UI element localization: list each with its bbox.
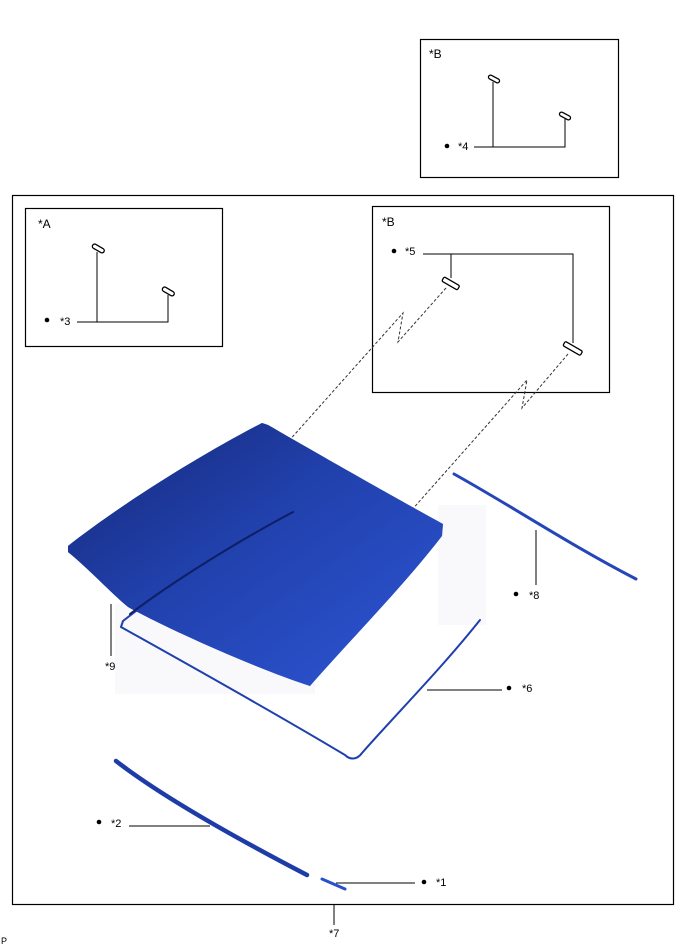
callout-9: *9 bbox=[105, 661, 115, 673]
callout-5: *5 bbox=[405, 246, 415, 258]
dam-seal-upper-segment bbox=[129, 511, 294, 615]
lower-molding bbox=[113, 758, 310, 878]
clip-icon bbox=[441, 276, 460, 291]
callout-3: *3 bbox=[60, 316, 70, 328]
assembly-guide-lines bbox=[286, 287, 569, 513]
figure-code: P bbox=[1, 936, 8, 946]
callout-6: *6 bbox=[522, 683, 532, 695]
callout-1: *1 bbox=[436, 877, 446, 889]
bullet-icon bbox=[506, 685, 512, 691]
clip-icon bbox=[562, 341, 583, 356]
shadow-patch bbox=[438, 505, 486, 625]
clip-icon bbox=[558, 111, 572, 121]
clip-icon bbox=[91, 243, 105, 254]
clip-icon bbox=[487, 74, 501, 84]
detail-box-top-b: *B *4 bbox=[419, 38, 620, 179]
callout-4: *4 bbox=[458, 141, 468, 153]
box-title-inset-a: *A bbox=[38, 217, 51, 231]
callout-2: *2 bbox=[111, 818, 121, 830]
clip-icon bbox=[161, 286, 175, 297]
callout-8: *8 bbox=[529, 590, 539, 602]
bullet-icon bbox=[391, 248, 397, 254]
box-title-inset-b: *B bbox=[382, 215, 395, 229]
bullet-icon bbox=[513, 591, 519, 597]
detail-box-inset-a: *A *3 bbox=[24, 207, 224, 348]
bullet-icon bbox=[96, 819, 102, 825]
windshield-glass-surface bbox=[68, 423, 443, 686]
side-molding bbox=[452, 472, 638, 581]
bullet-icon bbox=[44, 317, 50, 323]
detail-box-inset-b: *B *5 bbox=[371, 205, 611, 394]
lower-molding-clip-segment bbox=[320, 877, 347, 891]
main-frame bbox=[11, 194, 675, 906]
bullet-icon bbox=[444, 143, 450, 149]
box-title-top-b: *B bbox=[429, 47, 442, 61]
bullet-icon bbox=[421, 879, 427, 885]
callout-7: *7 bbox=[329, 928, 339, 940]
